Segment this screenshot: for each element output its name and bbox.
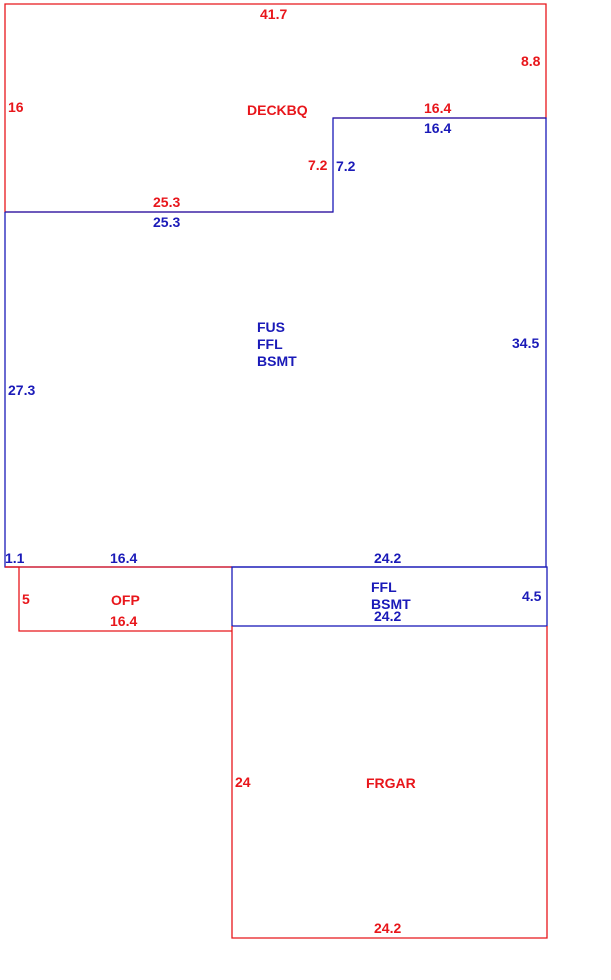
deck-bottom-dim: 25.3 xyxy=(153,194,180,210)
strip-right-dim: 4.5 xyxy=(522,588,542,604)
strip-code-bsmt: BSMT xyxy=(371,596,411,612)
deck-step-top-dim: 16.4 xyxy=(424,100,451,116)
house-bottom-left-dim: 16.4 xyxy=(110,550,137,566)
house-step-side-dim: 7.2 xyxy=(336,158,356,174)
house-bottom-left-offset-dim: 1.1 xyxy=(5,550,25,566)
porch-code-label: OFP xyxy=(111,592,140,608)
strip-bottom-dim: 24.2 xyxy=(374,608,401,624)
house-top-right-dim: 16.4 xyxy=(424,120,451,136)
garage-bottom-dim: 24.2 xyxy=(374,920,401,936)
garage-code-label: FRGAR xyxy=(366,775,416,791)
deck-right-dim: 8.8 xyxy=(521,53,541,69)
house-left-dim: 27.3 xyxy=(8,382,35,398)
deck-code-label: DECKBQ xyxy=(247,102,308,118)
garage-left-dim: 24 xyxy=(235,774,251,790)
bsmt-strip-outline xyxy=(231,566,548,627)
strip-code-ffl: FFL xyxy=(371,579,397,595)
house-code-bsmt: BSMT xyxy=(257,353,297,369)
house-bottom-right-dim: 24.2 xyxy=(374,550,401,566)
porch-left-dim: 5 xyxy=(22,591,30,607)
garage-outline xyxy=(231,626,548,939)
house-right-dim: 34.5 xyxy=(512,335,539,351)
house-top-left-dim: 25.3 xyxy=(153,214,180,230)
house-code-ffl: FFL xyxy=(257,336,283,352)
deck-top-dim: 41.7 xyxy=(260,6,287,22)
house-code-fus: FUS xyxy=(257,319,285,335)
porch-bottom-dim: 16.4 xyxy=(110,613,137,629)
deck-step-side-dim: 7.2 xyxy=(308,157,328,173)
deck-left-dim: 16 xyxy=(8,99,24,115)
